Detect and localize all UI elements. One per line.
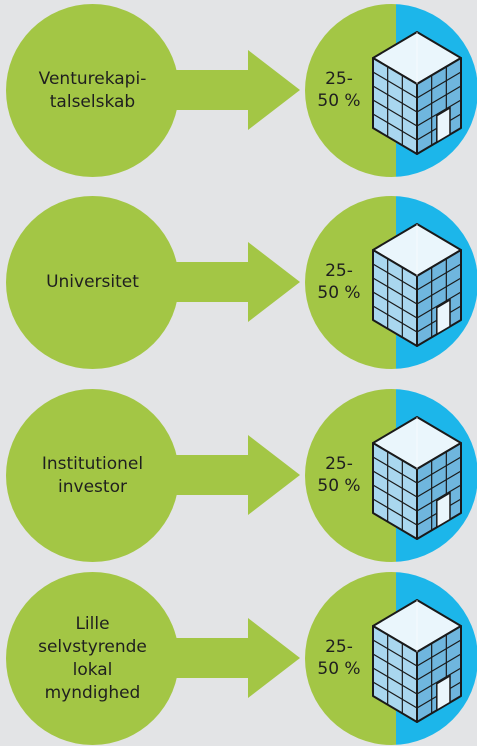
percentage-range-start: 25- — [325, 637, 353, 657]
ownership-circle: 25- 50 % — [305, 389, 477, 562]
percentage-range-start: 25- — [325, 261, 353, 281]
ownership-percentage: 25- 50 % — [313, 453, 365, 497]
flow-row-3: Institutionel investor 25- 50 % — [0, 389, 477, 562]
percentage-range-end: 50 % — [317, 283, 361, 303]
percentage-range-end: 50 % — [317, 91, 361, 111]
percentage-range-end: 50 % — [317, 659, 361, 679]
percentage-range-start: 25- — [325, 69, 353, 89]
percentage-range-start: 25- — [325, 454, 353, 474]
ownership-circle: 25- 50 % — [305, 4, 477, 177]
right-arrow-icon — [160, 435, 300, 515]
right-arrow-icon — [160, 242, 300, 322]
ownership-circle: 25- 50 % — [305, 572, 477, 745]
investor-circle: Institutionel investor — [6, 389, 179, 562]
investor-label: Institutionel investor — [41, 453, 144, 497]
office-building-icon — [372, 31, 462, 155]
investor-circle: Lille selvstyrende lokal myndighed — [6, 572, 179, 745]
investor-circle: Venturekapi- talselskab — [6, 4, 179, 177]
ownership-percentage: 25- 50 % — [313, 636, 365, 680]
percentage-range-end: 50 % — [317, 476, 361, 496]
office-building-icon — [372, 599, 462, 723]
right-arrow-icon — [160, 618, 300, 698]
right-arrow-icon — [160, 50, 300, 130]
office-building-icon — [372, 223, 462, 347]
investor-label: Universitet — [46, 272, 139, 292]
flow-row-4: Lille selvstyrende lokal myndighed 25- 5… — [0, 572, 477, 745]
flow-row-1: Venturekapi- talselskab 25- 50 % — [0, 4, 477, 177]
ownership-percentage: 25- 50 % — [313, 68, 365, 112]
ownership-percentage: 25- 50 % — [313, 260, 365, 304]
flow-row-2: Universitet 25- 50 % — [0, 196, 477, 369]
investor-label: Venturekapi- talselskab — [38, 68, 147, 112]
investor-circle: Universitet — [6, 196, 179, 369]
investor-label: Lille selvstyrende lokal myndighed — [38, 613, 147, 703]
office-building-icon — [372, 416, 462, 540]
ownership-circle: 25- 50 % — [305, 196, 477, 369]
